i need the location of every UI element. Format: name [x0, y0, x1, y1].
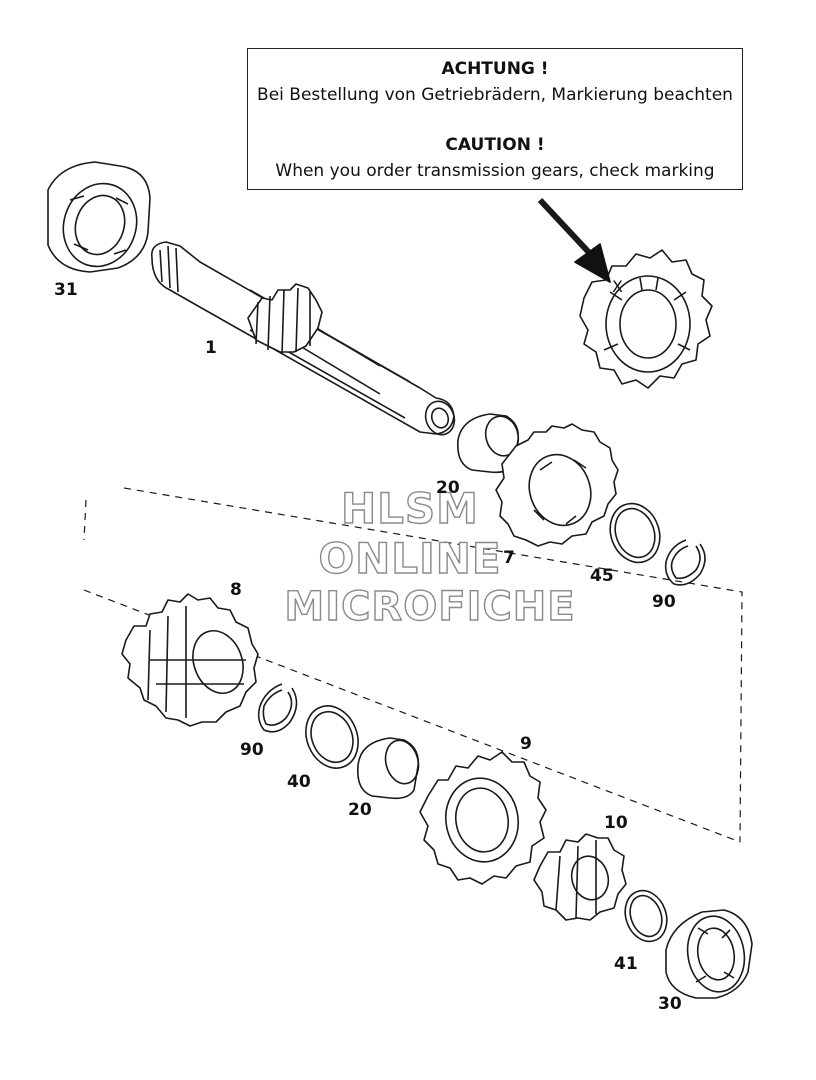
callout-20-upper: 20	[436, 478, 460, 498]
watermark-line-2: ONLINE	[318, 533, 502, 583]
callout-1: 1	[205, 338, 217, 358]
gear-8	[121, 593, 259, 727]
watermark-line-3: MICROFICHE	[284, 583, 576, 630]
caution-text-de: Bei Bestellung von Getriebrädern, Markie…	[257, 85, 733, 105]
washer-40	[305, 705, 359, 769]
callout-90-lower: 90	[240, 740, 264, 760]
bearing-30	[665, 909, 753, 999]
callout-9: 9	[520, 734, 532, 754]
caution-heading-en: CAUTION !	[445, 135, 545, 155]
bushing-20-lower	[356, 737, 420, 800]
circlip-90-lower	[257, 683, 298, 733]
callout-31: 31	[54, 280, 78, 300]
callout-8: 8	[230, 580, 242, 600]
callout-30: 30	[658, 994, 682, 1014]
marking-symbol: X	[612, 277, 623, 296]
caution-notice-box: ACHTUNG ! Bei Bestellung von Getriebräde…	[247, 48, 743, 190]
circlip-90-upper	[664, 539, 706, 586]
bushing-20-upper	[456, 413, 520, 474]
reference-gear	[579, 249, 713, 389]
gear-7	[495, 423, 619, 547]
bearing-31	[47, 161, 151, 273]
callout-40: 40	[287, 772, 311, 792]
callout-45: 45	[590, 566, 614, 586]
callout-90-upper: 90	[652, 592, 676, 612]
callout-41: 41	[614, 954, 638, 974]
shaft-1	[150, 241, 456, 436]
callout-7: 7	[503, 548, 515, 568]
caution-text-en: When you order transmission gears, check…	[275, 161, 715, 181]
washer-45	[609, 502, 661, 564]
callout-20-lower: 20	[348, 800, 372, 820]
callout-10: 10	[604, 813, 628, 833]
watermark-line-1: HLSM	[340, 483, 479, 533]
caution-heading-de: ACHTUNG !	[441, 59, 549, 79]
marking-arrow	[537, 197, 611, 283]
washer-41	[624, 889, 668, 943]
gear-9	[419, 751, 547, 885]
gear-10	[533, 833, 627, 921]
